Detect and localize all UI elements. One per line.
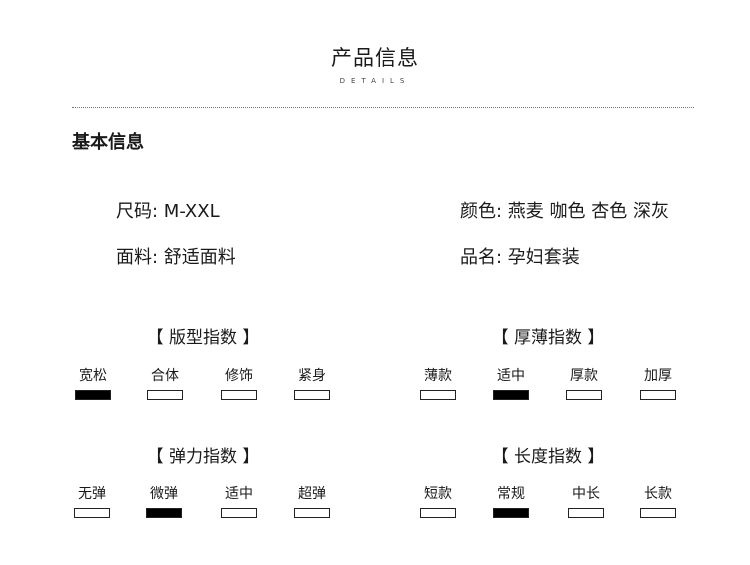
- info-size: 尺码: M-XXL: [116, 201, 220, 222]
- thickness-option: 薄款: [408, 367, 468, 400]
- option-indicator: [640, 508, 676, 518]
- option-label: 修饰: [225, 368, 253, 384]
- length-option: 常规: [481, 485, 541, 518]
- fit-option: 宽松: [63, 367, 123, 400]
- page-title: 产品信息: [331, 46, 419, 70]
- option-indicator: [640, 390, 676, 400]
- elasticity-option: 超弹: [282, 485, 342, 518]
- option-label: 加厚: [644, 368, 672, 384]
- info-name: 品名: 孕妇套装: [460, 247, 580, 268]
- group-title-length: 【 长度指数 】: [491, 447, 605, 467]
- length-option: 中长: [556, 485, 616, 518]
- option-label: 薄款: [424, 368, 452, 384]
- fit-option: 紧身: [282, 367, 342, 400]
- info-fabric: 面料: 舒适面料: [116, 247, 236, 268]
- option-indicator: [74, 508, 110, 518]
- elasticity-option: 适中: [209, 485, 269, 518]
- elasticity-option: 无弹: [62, 485, 122, 518]
- option-indicator: [146, 508, 182, 518]
- option-indicator: [75, 390, 111, 400]
- option-label: 合体: [151, 368, 179, 384]
- option-indicator: [420, 508, 456, 518]
- info-color: 颜色: 燕麦 咖色 杏色 深灰: [460, 201, 669, 222]
- option-label: 宽松: [79, 368, 107, 384]
- option-label: 适中: [497, 368, 525, 384]
- option-indicator: [568, 508, 604, 518]
- length-option: 长款: [628, 485, 688, 518]
- option-indicator: [294, 508, 330, 518]
- option-indicator: [566, 390, 602, 400]
- option-indicator: [147, 390, 183, 400]
- length-option: 短款: [408, 485, 468, 518]
- option-label: 微弹: [150, 486, 178, 502]
- thickness-option: 加厚: [628, 367, 688, 400]
- elasticity-option: 微弹: [134, 485, 194, 518]
- option-indicator: [493, 508, 529, 518]
- option-label: 中长: [572, 486, 600, 502]
- option-label: 适中: [225, 486, 253, 502]
- option-indicator: [221, 390, 257, 400]
- page-subtitle: DETAILS: [339, 77, 411, 85]
- option-label: 常规: [497, 486, 525, 502]
- option-indicator: [221, 508, 257, 518]
- option-label: 厚款: [570, 368, 598, 384]
- option-label: 紧身: [298, 368, 326, 384]
- option-label: 长款: [644, 486, 672, 502]
- thickness-option: 厚款: [554, 367, 614, 400]
- dotted-divider: [72, 107, 694, 108]
- section-title-basic-info: 基本信息: [72, 132, 144, 153]
- option-label: 超弹: [298, 486, 326, 502]
- option-indicator: [493, 390, 529, 400]
- option-label: 无弹: [78, 486, 106, 502]
- fit-option: 合体: [135, 367, 195, 400]
- group-title-thickness: 【 厚薄指数 】: [491, 328, 605, 348]
- option-indicator: [420, 390, 456, 400]
- fit-option: 修饰: [209, 367, 269, 400]
- option-label: 短款: [424, 486, 452, 502]
- thickness-option: 适中: [481, 367, 541, 400]
- option-indicator: [294, 390, 330, 400]
- group-title-elasticity: 【 弹力指数 】: [146, 447, 260, 467]
- group-title-fit: 【 版型指数 】: [146, 328, 260, 348]
